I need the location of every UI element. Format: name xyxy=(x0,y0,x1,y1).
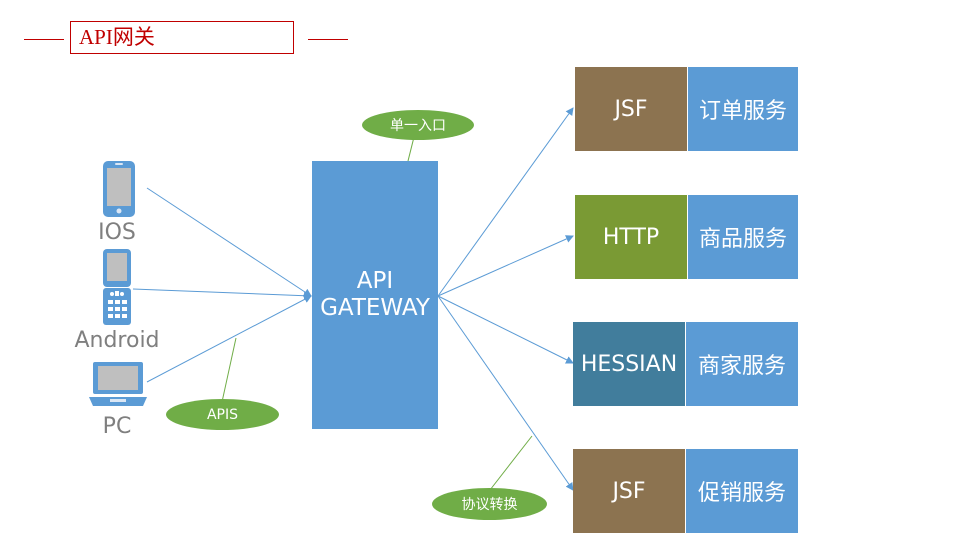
service-box-order: 订单服务 xyxy=(688,67,798,151)
single-entry-leader xyxy=(407,136,415,162)
page-title: API网关 xyxy=(70,21,294,54)
single-entry-badge: 单一入口 xyxy=(362,110,474,140)
protocol-box-http: HTTP xyxy=(575,195,687,279)
title-left-rule xyxy=(24,39,64,40)
apis-leader xyxy=(221,337,237,403)
pc-label: PC xyxy=(102,414,132,439)
gateway-line-2: GATEWAY xyxy=(320,295,430,321)
gateway-to-order-service-arrow xyxy=(437,107,574,297)
gateway-to-product-service-arrow xyxy=(437,235,574,297)
pc-to-gateway-arrow xyxy=(146,295,312,383)
service-box-product: 商品服务 xyxy=(688,195,798,279)
gateway-to-promo-service-arrow xyxy=(437,295,574,491)
android-label: Android xyxy=(74,328,160,353)
laptop-icon xyxy=(89,362,147,406)
service-box-promotion: 促销服务 xyxy=(686,449,798,533)
protocol-conversion-badge: 协议转换 xyxy=(432,488,547,520)
apis-badge: APIS xyxy=(166,399,279,430)
keypad-phone-icon xyxy=(103,288,131,325)
phone-icon xyxy=(103,161,135,217)
protocol-leader xyxy=(489,435,533,491)
service-box-merchant: 商家服务 xyxy=(686,322,798,406)
protocol-box-jsf-promo: JSF xyxy=(573,449,685,533)
protocol-box-jsf-order: JSF xyxy=(575,67,687,151)
android-to-gateway-arrow xyxy=(132,288,312,300)
protocol-box-hessian: HESSIAN xyxy=(573,322,685,406)
feature-phone-icon xyxy=(103,249,131,287)
ios-label: IOS xyxy=(98,220,136,245)
gateway-line-1: API xyxy=(356,268,394,294)
api-gateway-box: API GATEWAY xyxy=(312,161,438,429)
gateway-to-merchant-service-arrow xyxy=(437,295,574,364)
ios-to-gateway-arrow xyxy=(146,187,312,297)
title-right-rule xyxy=(308,39,348,40)
